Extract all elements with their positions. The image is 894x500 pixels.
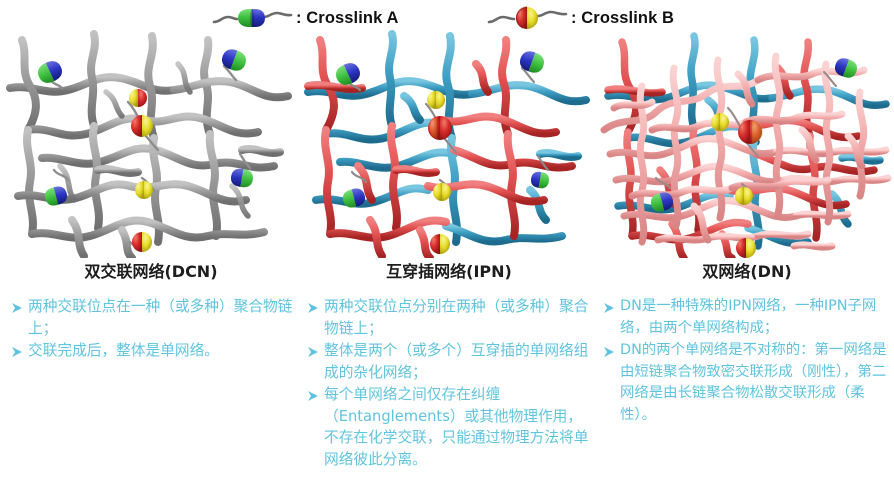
arrow-bullet-icon [604, 347, 614, 357]
crosslink-b-sphere-icon [487, 6, 568, 29]
legend-item-crosslink-b: : Crosslink B [487, 3, 674, 33]
network-illustrations [0, 30, 894, 258]
arrow-bullet-icon [308, 347, 318, 357]
list-item: 交联完成后，整体是单网络。 [10, 340, 294, 362]
list-item: 每个单网络之间仅存在纠缠（Entanglements）或其他物理作用，不存在化学… [306, 384, 592, 470]
ipn-red-chains [304, 36, 576, 258]
arrow-bullet-icon [12, 303, 22, 313]
dcn-network-svg [6, 30, 292, 258]
list-item: 两种交联位点分别在两种（或多种）聚合物链上； [306, 296, 592, 339]
list-item-text: 交联完成后，整体是单网络。 [28, 342, 219, 359]
dn-crosslink-a-group [650, 58, 858, 212]
crosslink-b-node [736, 238, 756, 258]
dcn-crosslink-a-group [38, 49, 254, 206]
crosslink-a-node [230, 168, 254, 188]
list-item: DN的两个单网络是不对称的：第一网络是由短链聚合物致密交联形成（刚性），第二网络… [602, 340, 890, 426]
legend-label-crosslink-b: : Crosslink B [571, 8, 675, 27]
crosslink-a-node [520, 51, 544, 73]
legend-label-crosslink-a: : Crosslink A [296, 8, 399, 27]
list-item-text: 整体是两个（或多个）互穿插的单网络组成的杂化网络； [324, 342, 589, 381]
crosslink-b-node [433, 183, 451, 201]
arrow-bullet-icon [308, 303, 318, 313]
caption-dcn: 双交联网络(DCN) [84, 262, 218, 281]
ipn-crosslink-a-group [336, 51, 550, 208]
dcn-crosslink-b-group [129, 89, 153, 252]
crosslink-a-node [222, 49, 246, 71]
crosslink-b-node [427, 91, 445, 109]
crosslink-b-node [428, 116, 452, 140]
list-item: 整体是两个（或多个）互穿插的单网络组成的杂化网络； [306, 340, 592, 383]
dn-network-svg [600, 32, 892, 258]
panel-captions: 双交联网络(DCN) 互穿插网络(IPN) 双网络(DN) [0, 258, 894, 288]
list-item-text: 两种交联位点在一种（或多种）聚合物链上； [28, 298, 293, 337]
legend: : Crosslink A [0, 0, 894, 36]
crosslink-a-node [342, 188, 366, 208]
crosslink-a-node [834, 58, 858, 78]
arrow-bullet-icon [604, 303, 614, 313]
crosslink-b-node [738, 120, 763, 144]
crosslink-b-node [132, 232, 152, 252]
arrow-bullet-icon [308, 391, 318, 401]
crosslink-b-node [735, 187, 753, 205]
description-column-dn: DN是一种特殊的IPN网络，一种IPN子网络，由两个单网络构成； DN的两个单网… [602, 296, 890, 427]
network-illustration-dn [598, 30, 894, 258]
crosslink-b-node [430, 234, 450, 254]
crosslink-a-barrel-icon [212, 9, 293, 27]
ipn-network-svg [304, 30, 590, 258]
crosslink-b-node [129, 89, 147, 107]
ipn-crosslink-b-group [427, 91, 452, 254]
list-item-text: DN是一种特殊的IPN网络，一种IPN子网络，由两个单网络构成； [620, 298, 877, 336]
ipn-crosslink-stubs [344, 66, 550, 194]
description-column-ipn: 两种交联位点分别在两种（或多种）聚合物链上； 整体是两个（或多个）互穿插的单网络… [306, 296, 592, 471]
list-item: DN是一种特殊的IPN网络，一种IPN子网络，由两个单网络构成； [602, 296, 890, 339]
dcn-chains [6, 30, 292, 258]
list-item-text: DN的两个单网络是不对称的：第一网络是由短链聚合物致密交联形成（刚性），第二网络… [620, 342, 887, 423]
arrow-bullet-icon [12, 347, 22, 357]
network-illustration-dcn [2, 30, 300, 258]
description-column-dcn: 两种交联位点在一种（或多种）聚合物链上； 交联完成后，整体是单网络。 [10, 296, 294, 363]
dn-crosslink-b-group [711, 113, 763, 258]
crosslink-b-node [131, 115, 153, 137]
crosslink-a-node [650, 192, 674, 212]
list-item: 两种交联位点在一种（或多种）聚合物链上； [10, 296, 294, 339]
description-columns: 两种交联位点在一种（或多种）聚合物链上； 交联完成后，整体是单网络。 两种交联位… [0, 296, 894, 500]
network-illustration-ipn [300, 30, 598, 258]
legend-item-crosslink-a: : Crosslink A [212, 3, 398, 33]
list-item-text: 两种交联位点分别在两种（或多种）聚合物链上； [324, 298, 589, 337]
dcn-chains-thin [57, 61, 251, 219]
caption-dn: 双网络(DN) [702, 262, 792, 281]
crosslink-b-node [135, 181, 153, 199]
crosslink-a-node [530, 171, 550, 189]
crosslink-a-node [44, 186, 68, 206]
dn-pink-chains [600, 52, 892, 251]
list-item-text: 每个单网络之间仅存在纠缠（Entanglements）或其他物理作用，不存在化学… [324, 386, 589, 468]
crosslink-a-node [38, 61, 62, 83]
crosslink-a-node [336, 63, 360, 85]
crosslink-b-node [711, 113, 729, 131]
caption-ipn: 互穿插网络(IPN) [386, 262, 512, 281]
